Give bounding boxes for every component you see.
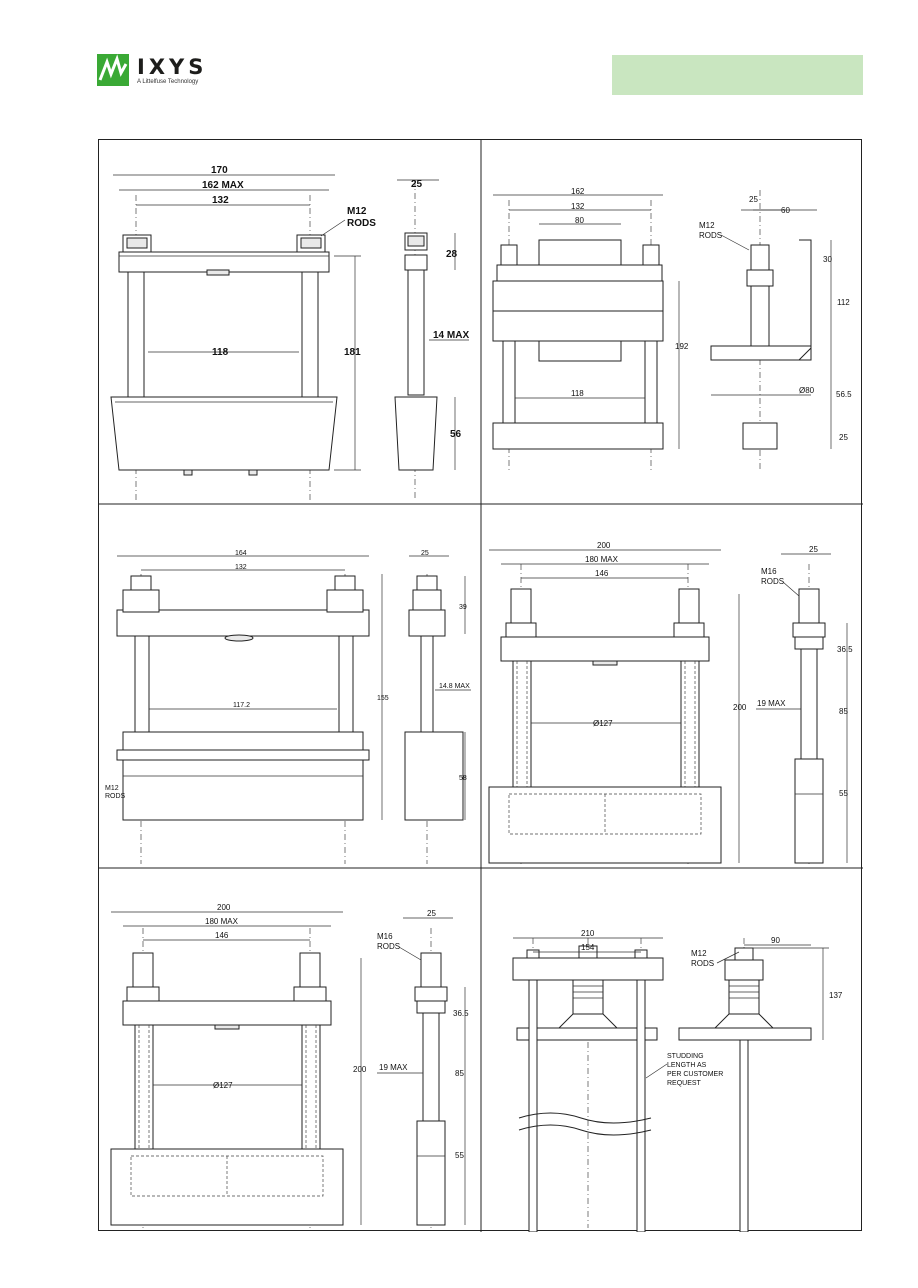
panel-6-drawing: 210 154 STUDDING LENGTH AS PER CUSTOMER … bbox=[481, 868, 863, 1232]
p6-dim-210: 210 bbox=[581, 929, 595, 938]
p2-dim-30: 30 bbox=[823, 255, 832, 264]
header-title-box bbox=[612, 55, 863, 95]
p5-m16: M16 bbox=[377, 932, 393, 941]
p6-dim-90: 90 bbox=[771, 936, 780, 945]
ixys-logo: IXYS A Littelfuse Technology bbox=[97, 53, 217, 89]
p3-dim-155: 155 bbox=[377, 695, 389, 702]
p6-rods: RODS bbox=[691, 959, 714, 968]
p1-dim-162max: 162 MAX bbox=[202, 180, 244, 191]
p3-m12: M12 bbox=[105, 785, 119, 792]
p6-dim-154: 154 bbox=[581, 943, 595, 952]
p3-dim-58: 58 bbox=[459, 775, 467, 782]
p5-dim-19max: 19 MAX bbox=[379, 1063, 408, 1072]
p2-dim-118: 118 bbox=[571, 389, 584, 398]
panel-3-drawing: 164 132 M12 RODS 117.2 155 25 39 14.8 MA… bbox=[99, 504, 481, 868]
p1-dim-170: 170 bbox=[211, 165, 228, 176]
p1-dim-14max: 14 MAX bbox=[433, 330, 469, 341]
p5-dim-146: 146 bbox=[215, 931, 229, 940]
panel-2-drawing: 162 132 80 118 192 25 60 M12 RODS 30 112… bbox=[481, 140, 863, 504]
p2-dim-112: 112 bbox=[837, 298, 850, 307]
p4-dim-19max: 19 MAX bbox=[757, 699, 786, 708]
p4-dim-146: 146 bbox=[595, 569, 609, 578]
p5-dim-25: 25 bbox=[427, 909, 436, 918]
p6-note-1: STUDDING bbox=[667, 1053, 704, 1060]
p3-rods: RODS bbox=[105, 793, 126, 800]
p1-m12: M12 bbox=[347, 206, 367, 217]
p4-dim-85: 85 bbox=[839, 707, 848, 716]
p5-dim-180max: 180 MAX bbox=[205, 917, 239, 926]
p4-dim-180max: 180 MAX bbox=[585, 555, 619, 564]
p4-dim-36-5: 36.5 bbox=[837, 645, 853, 654]
p2-dim-25: 25 bbox=[749, 195, 758, 204]
drawing-frame: 170 162 MAX 132 M12 RODS 118 181 25 28 1… bbox=[98, 139, 863, 1232]
panel-1-drawing: 170 162 MAX 132 M12 RODS 118 181 25 28 1… bbox=[99, 140, 481, 504]
p6-dim-137: 137 bbox=[829, 991, 843, 1000]
p4-dim-200: 200 bbox=[597, 541, 611, 550]
p2-dim-60: 60 bbox=[781, 206, 790, 215]
panel-5-drawing: 200 180 MAX 146 Ø127 200 25 M16 RODS 36.… bbox=[99, 868, 481, 1232]
p6-note-4: REQUEST bbox=[667, 1080, 702, 1087]
p1-dim-56: 56 bbox=[450, 429, 462, 440]
p5-rods: RODS bbox=[377, 942, 400, 951]
p2-dim-o80: Ø80 bbox=[799, 386, 815, 395]
panel-4-drawing: 200 180 MAX 146 Ø127 200 25 M16 RODS 36.… bbox=[481, 504, 863, 868]
brand-tagline: A Littelfuse Technology bbox=[137, 79, 199, 85]
p2-m12: M12 bbox=[699, 221, 715, 230]
p2-rods: RODS bbox=[699, 231, 722, 240]
p2-dim-80: 80 bbox=[575, 216, 584, 225]
p1-dim-181: 181 bbox=[344, 347, 361, 358]
p5-dim-55: 55 bbox=[455, 1151, 464, 1160]
p4-dim-55: 55 bbox=[839, 789, 848, 798]
p3-dim-117-2: 117.2 bbox=[233, 702, 250, 709]
p6-m12: M12 bbox=[691, 949, 707, 958]
p1-dim-25: 25 bbox=[411, 179, 423, 190]
p3-dim-14-8max: 14.8 MAX bbox=[439, 683, 470, 690]
ixys-logo-mark-icon bbox=[97, 54, 129, 86]
p5-dim-o127: Ø127 bbox=[213, 1081, 233, 1090]
p1-rods: RODS bbox=[347, 218, 376, 229]
panel-grid bbox=[99, 140, 863, 1232]
p5-dim-36-5: 36.5 bbox=[453, 1009, 469, 1018]
p2-dim-25b: 25 bbox=[839, 433, 848, 442]
brand-name: IXYS bbox=[137, 55, 208, 79]
p1-dim-132: 132 bbox=[212, 195, 229, 206]
p5-dim-200: 200 bbox=[217, 903, 231, 912]
p4-dim-o127: Ø127 bbox=[593, 719, 613, 728]
p4-dim-25: 25 bbox=[809, 545, 818, 554]
p4-dim-200b: 200 bbox=[733, 703, 747, 712]
p5-dim-85: 85 bbox=[455, 1069, 464, 1078]
p6-note-3: PER CUSTOMER bbox=[667, 1071, 723, 1078]
p3-dim-25: 25 bbox=[421, 550, 429, 557]
p1-dim-118: 118 bbox=[212, 347, 229, 358]
p2-dim-192: 192 bbox=[675, 342, 689, 351]
p4-rods: RODS bbox=[761, 577, 784, 586]
p5-dim-200b: 200 bbox=[353, 1065, 367, 1074]
p3-dim-39: 39 bbox=[459, 604, 467, 611]
p2-dim-132: 132 bbox=[571, 202, 585, 211]
p1-dim-28: 28 bbox=[446, 249, 458, 260]
p3-dim-132: 132 bbox=[235, 564, 247, 571]
p2-dim-56-5: 56.5 bbox=[836, 390, 852, 399]
p2-dim-162: 162 bbox=[571, 187, 585, 196]
p6-note-2: LENGTH AS bbox=[667, 1062, 707, 1069]
p4-m16: M16 bbox=[761, 567, 777, 576]
p3-dim-164: 164 bbox=[235, 550, 247, 557]
